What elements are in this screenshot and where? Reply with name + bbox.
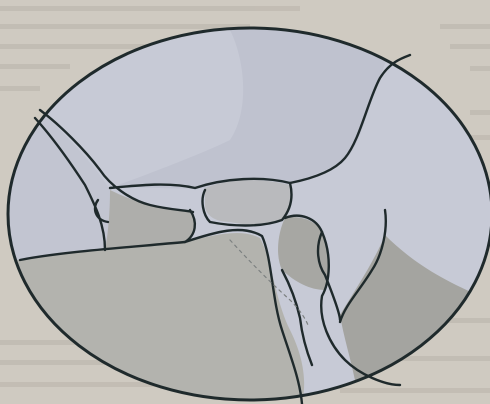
central-region — [205, 180, 291, 225]
lower-left-region — [0, 233, 304, 404]
